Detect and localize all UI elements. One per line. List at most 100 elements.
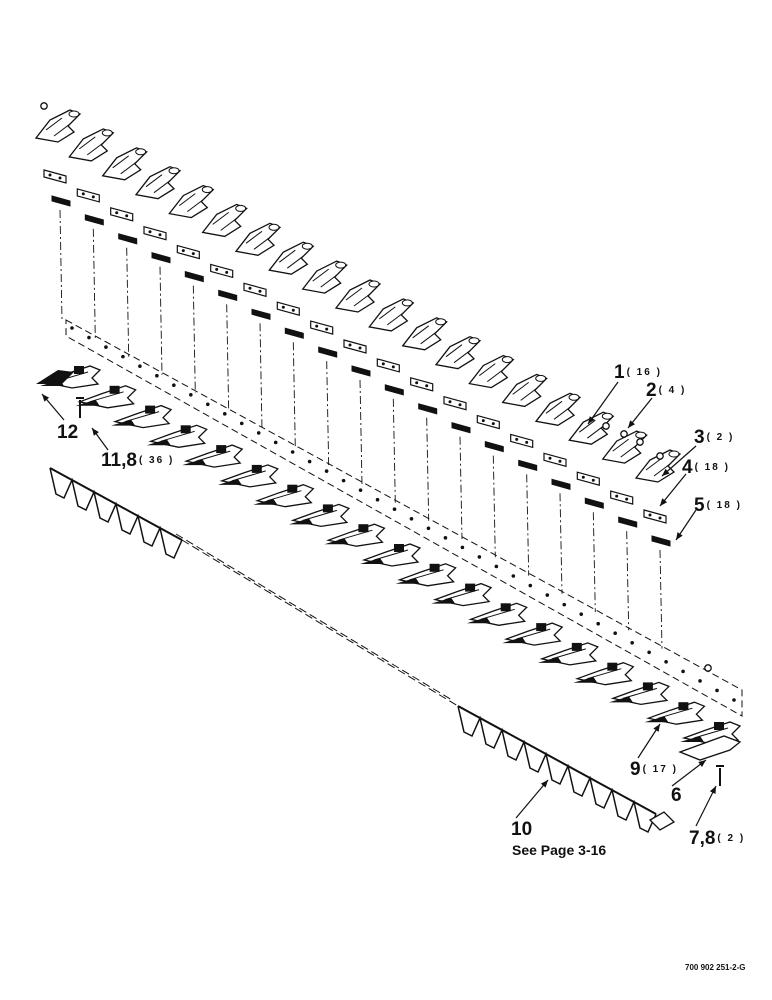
wear-plate (143, 225, 167, 241)
clip-detail (378, 306, 404, 326)
guard-bar-hole (392, 507, 397, 512)
plate-body (176, 244, 200, 260)
guard-bar-hole (87, 335, 91, 340)
callout-arrow (671, 759, 707, 787)
plate-hole (91, 195, 95, 199)
clip-eye (668, 450, 680, 458)
clip-detail (179, 193, 204, 213)
nut (656, 452, 664, 460)
clip-body (468, 354, 515, 389)
plate-hole (158, 233, 162, 237)
callout-arrows (41, 381, 717, 827)
clip-eye (601, 412, 613, 420)
callout-5: 5( 18 ) (694, 495, 742, 516)
leader-line (159, 266, 163, 375)
clip-body (501, 373, 548, 408)
hold-down-clip (168, 184, 215, 219)
hold-down-clip (201, 203, 248, 238)
hold-down-clip (468, 354, 515, 389)
guard-point (537, 656, 562, 663)
guard-bar-hole (189, 392, 193, 397)
wear-plate (443, 395, 467, 411)
guard-lug (74, 366, 84, 374)
leader-line (426, 417, 430, 521)
leader-line (192, 285, 196, 394)
clip-eye (535, 374, 547, 382)
plate-body (110, 207, 134, 222)
clip-eye (101, 129, 113, 137)
guard-ledger (160, 430, 195, 442)
clip-detail (578, 419, 604, 439)
plate-hole (415, 381, 419, 385)
guard-ledger (693, 727, 729, 739)
plate-hole (658, 516, 662, 520)
leader-line (326, 361, 330, 467)
guard-point (608, 696, 633, 703)
clip-body (634, 449, 682, 483)
clip-body (434, 335, 482, 370)
plate-hole (515, 437, 519, 441)
guard-lug (145, 405, 156, 414)
clip-eye (201, 186, 213, 194)
spacer-plate (284, 327, 304, 339)
guard-bar-hole (494, 564, 499, 569)
guard-ledger (338, 529, 373, 541)
plate-hole (491, 422, 495, 426)
clip-body (368, 298, 415, 332)
wear-plate (210, 263, 234, 279)
wear-plate (510, 433, 534, 449)
leader-line (92, 228, 96, 339)
plate-hole (458, 403, 462, 407)
plate-hole (481, 419, 485, 423)
guard-bar-hole (205, 402, 210, 407)
knife-section-left-back (49, 467, 183, 541)
guard-bar-hole (104, 345, 108, 349)
hold-down-clip (268, 241, 315, 275)
clip-body (301, 260, 348, 294)
knife-guard (431, 582, 493, 607)
guard-bar-hole (324, 469, 329, 473)
spacer-body (484, 440, 504, 453)
clip-eye (635, 431, 647, 439)
hold-down-clip (68, 128, 115, 162)
guard-ledger (516, 628, 551, 640)
plate-hole (391, 365, 395, 369)
wear-plate (476, 414, 500, 430)
clip-body (68, 128, 115, 162)
spacer-body (384, 384, 404, 396)
reference-note: See Page 3-16 (512, 842, 607, 858)
arrow-head (660, 498, 668, 506)
hold-down-clip (568, 411, 615, 445)
clip-body (268, 241, 315, 275)
spacer-plate (251, 308, 271, 320)
guard-lug (500, 603, 511, 612)
spacer-body (251, 308, 271, 320)
hold-down-clip (368, 298, 415, 332)
leader-line (359, 379, 363, 485)
guard-bar-hole (630, 640, 634, 645)
hold-down-clips (34, 109, 682, 483)
plate-hole (81, 192, 85, 196)
bolt (716, 765, 724, 786)
plate-body (610, 490, 634, 505)
spacer-body (318, 346, 338, 358)
plate-hole (115, 211, 119, 215)
knife-back-dashed (175, 533, 453, 701)
spacer-plate (451, 422, 471, 434)
guard-bar-hole (358, 488, 363, 492)
leader-line (459, 436, 463, 540)
callout-arrow (41, 393, 65, 421)
guard-bar-hole (681, 669, 685, 674)
nut (636, 438, 644, 446)
guard-lug (607, 662, 618, 671)
knife-guards (40, 365, 742, 745)
wear-plate (76, 188, 100, 203)
plate-hole (315, 324, 319, 328)
knife-section-right-back (457, 705, 657, 815)
callout-arrow (587, 381, 619, 425)
guard-ledger (89, 391, 124, 403)
guard-bar-hole (426, 526, 431, 531)
guard-bar-hole (155, 373, 159, 378)
clip-eye (301, 242, 313, 250)
